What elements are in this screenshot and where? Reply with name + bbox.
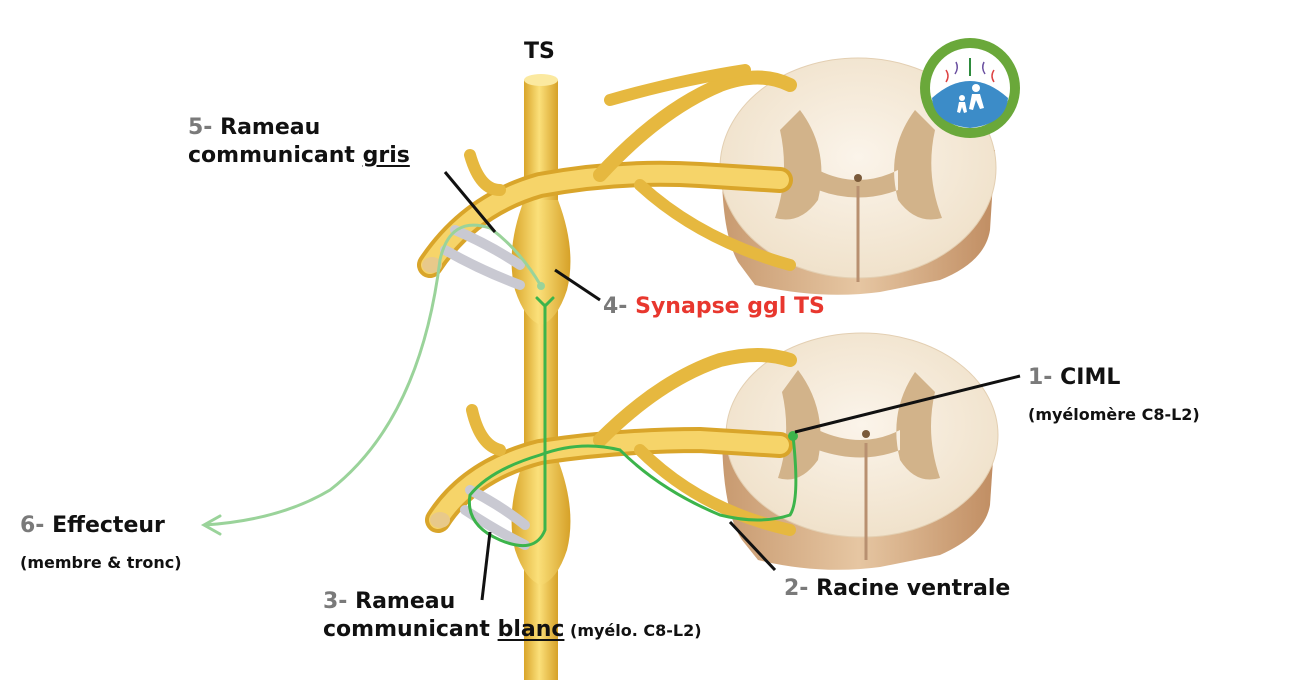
label-2-text: Racine ventrale bbox=[816, 576, 1011, 601]
trunk-title: TS bbox=[524, 39, 555, 64]
label-6-number: 6- bbox=[20, 513, 45, 538]
label-6-subtext: (membre & tronc) bbox=[20, 553, 182, 572]
leader-lines bbox=[443, 171, 1021, 601]
label-5-line1: Rameau bbox=[220, 115, 321, 140]
label-2: 2- Racine ventrale bbox=[784, 575, 1010, 603]
label-1-text: CIML bbox=[1060, 365, 1121, 390]
label-1: 1- CIML bbox=[1028, 364, 1120, 392]
label-3-line1: Rameau bbox=[355, 589, 456, 614]
label-3-line2-prefix: communicant bbox=[323, 617, 498, 642]
label-2-number: 2- bbox=[784, 576, 809, 601]
ciml-neuron-body bbox=[788, 431, 798, 441]
leader-2 bbox=[728, 520, 777, 572]
label-4-number: 4- bbox=[603, 294, 628, 319]
label-3-line2-underlined: blanc bbox=[497, 617, 565, 642]
label-3-line2-suffix: (myélo. C8-L2) bbox=[564, 621, 702, 640]
label-1-subtext: (myélomère C8-L2) bbox=[1028, 405, 1200, 424]
label-3: 3- Rameau communicant blanc (myélo. C8-L… bbox=[323, 588, 702, 644]
leader-4 bbox=[554, 268, 601, 302]
spinal-nerve-lower bbox=[425, 348, 797, 550]
label-5: 5- Rameau communicant gris bbox=[188, 114, 410, 170]
label-3-number: 3- bbox=[323, 589, 348, 614]
postganglionic-pathway bbox=[200, 223, 545, 536]
label-4: 4- Synapse ggl TS bbox=[603, 293, 825, 321]
label-5-line2-prefix: communicant bbox=[188, 143, 363, 168]
leader-1 bbox=[794, 374, 1021, 434]
label-5-line2-underlined: gris bbox=[362, 143, 410, 168]
label-1-number: 1- bbox=[1028, 365, 1053, 390]
lower-ganglion bbox=[511, 460, 571, 585]
spinal-cord-lower bbox=[722, 332, 999, 570]
label-6-text: Effecteur bbox=[52, 513, 165, 538]
tutorat-logo bbox=[920, 38, 1020, 138]
label-5-number: 5- bbox=[188, 115, 213, 140]
leader-5 bbox=[443, 171, 497, 233]
leader-3 bbox=[480, 531, 492, 601]
label-6: 6- Effecteur bbox=[20, 512, 165, 540]
upper-ganglion bbox=[511, 200, 571, 325]
children-running-icon bbox=[957, 84, 984, 113]
label-4-text: Synapse ggl TS bbox=[635, 294, 825, 319]
